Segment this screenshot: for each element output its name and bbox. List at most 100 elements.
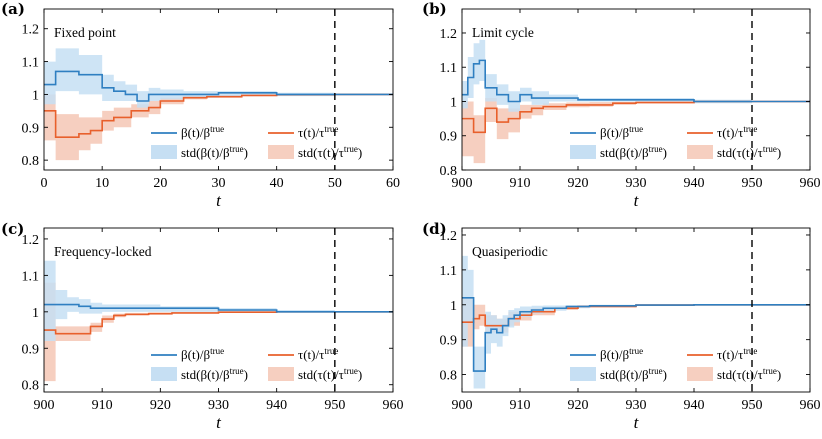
panel-label: (c)	[1, 220, 24, 238]
x-tick-label: 940	[684, 398, 705, 413]
y-tick-label: 1.1	[440, 61, 458, 76]
x-tick-label: 960	[800, 176, 821, 191]
legend-tau-std-label: std(τ(t)/τtrue)	[717, 144, 781, 160]
x-tick-label: 920	[568, 176, 589, 191]
beta-std-band	[44, 48, 393, 108]
y-tick-label: 1.2	[440, 229, 458, 244]
y-tick-label: 1.2	[22, 233, 40, 248]
legend-tau-label: τ(t)/τtrue	[717, 346, 757, 362]
panel-title: Limit cycle	[472, 25, 534, 40]
x-tick-label: 920	[568, 398, 589, 413]
y-tick-label: 1	[450, 95, 457, 110]
x-tick-label: 920	[150, 398, 171, 413]
legend-beta-std-label: std(β(t)/βtrue)	[600, 366, 667, 382]
legend-tau-label: τ(t)/τtrue	[298, 346, 338, 362]
legend-tau-band-swatch	[687, 367, 713, 381]
plot-area	[462, 255, 810, 389]
x-tick-label: 50	[328, 176, 342, 191]
panel-label: (b)	[422, 0, 447, 18]
x-tick-label: 940	[266, 398, 287, 413]
x-tick-label: 910	[510, 176, 531, 191]
x-tick-label: 10	[95, 176, 109, 191]
legend-beta-band-swatch	[570, 145, 596, 159]
legend-tau-label: τ(t)/τtrue	[298, 124, 338, 140]
beta-line	[44, 70, 393, 102]
panel-label: (d)	[422, 220, 447, 238]
x-tick-label: 60	[386, 176, 400, 191]
x-axis-label: t	[216, 413, 222, 432]
x-tick-label: 20	[153, 176, 167, 191]
legend-tau-std-label: std(τ(t)/τtrue)	[298, 366, 362, 382]
y-tick-label: 0.9	[22, 342, 40, 357]
x-tick-label: 910	[92, 398, 113, 413]
y-tick-label: 0.8	[440, 164, 458, 179]
plot-area	[44, 48, 393, 161]
legend: β(t)/βtrue τ(t)/τtrue std(β(t)/βtrue) std(τ…	[570, 124, 781, 160]
x-tick-label: 930	[626, 398, 647, 413]
x-tick-label: 950	[742, 176, 763, 191]
tau-line	[462, 100, 810, 134]
legend-tau-label: τ(t)/τtrue	[717, 124, 757, 140]
panel-label: (a)	[1, 0, 25, 18]
panel-title: Quasiperiodic	[472, 244, 548, 259]
x-tick-label: 930	[208, 398, 229, 413]
legend-beta-std-label: std(β(t)/βtrue)	[600, 144, 667, 160]
tau-line	[44, 93, 393, 138]
beta-std-band	[462, 39, 810, 112]
legend-tau-std-label: std(τ(t)/τtrue)	[717, 366, 781, 382]
panel-d: 900 910 920 930 940 950 960 0.8 0.9 1 1.1 1.2 t (d) Qu…	[422, 220, 821, 432]
x-tick-label: 30	[212, 176, 226, 191]
panel-title: Frequency-locked	[54, 244, 152, 259]
panel-b: 900 910 920 930 940 950 960 0.8 0.9 1 1.1 1.2 t (b) Li…	[422, 0, 821, 210]
legend-beta-std-label: std(β(t)/βtrue)	[181, 144, 248, 160]
x-axis-label: t	[634, 413, 640, 432]
legend-beta-band-swatch	[151, 145, 177, 159]
legend-beta-label: β(t)/βtrue	[181, 346, 224, 362]
legend-tau-band-swatch	[687, 145, 713, 159]
y-tick-label: 1.2	[440, 27, 458, 42]
y-tick-label: 0.8	[22, 379, 40, 394]
legend-beta-std-label: std(β(t)/βtrue)	[181, 366, 248, 382]
beta-line	[462, 59, 810, 103]
y-tick-label: 1	[32, 306, 39, 321]
y-tick-label: 0.8	[440, 369, 458, 384]
x-tick-label: 930	[626, 176, 647, 191]
x-tick-label: 950	[742, 398, 763, 413]
legend-beta-label: β(t)/βtrue	[600, 124, 643, 140]
legend-tau-band-swatch	[268, 367, 294, 381]
x-tick-label: 940	[684, 176, 705, 191]
x-tick-label: 960	[800, 398, 821, 413]
x-tick-label: 0	[41, 176, 48, 191]
x-tick-label: 40	[270, 176, 284, 191]
y-tick-label: 1	[450, 299, 457, 314]
x-tick-label: 960	[383, 398, 404, 413]
y-tick-label: 1.1	[22, 56, 40, 71]
x-tick-label: 900	[34, 398, 55, 413]
legend-tau-std-label: std(τ(t)/τtrue)	[298, 144, 362, 160]
y-tick-label: 0.9	[440, 334, 458, 349]
x-tick-label: 910	[510, 398, 531, 413]
panel-c: 900 910 920 930 940 950 960 0.8 0.9 1 1.1 1.2 t (c) Fr…	[1, 220, 404, 432]
beta-line	[44, 303, 393, 313]
y-tick-label: 1.1	[440, 264, 458, 279]
y-tick-label: 0.8	[22, 154, 40, 169]
panel-title: Fixed point	[54, 25, 116, 40]
y-tick-label: 1.2	[22, 23, 40, 38]
plot-area	[462, 39, 810, 164]
plot-area	[44, 260, 393, 382]
y-tick-label: 0.9	[440, 130, 458, 145]
y-tick-label: 0.9	[22, 121, 40, 136]
legend-beta-band-swatch	[151, 367, 177, 381]
beta-line	[462, 296, 810, 372]
legend-beta-band-swatch	[570, 367, 596, 381]
y-tick-label: 1.1	[22, 269, 40, 284]
x-tick-label: 950	[324, 398, 345, 413]
x-tick-label: 900	[452, 398, 473, 413]
x-axis-label: t	[634, 191, 640, 210]
x-tick-label: 900	[452, 176, 473, 191]
legend-tau-band-swatch	[268, 145, 294, 159]
